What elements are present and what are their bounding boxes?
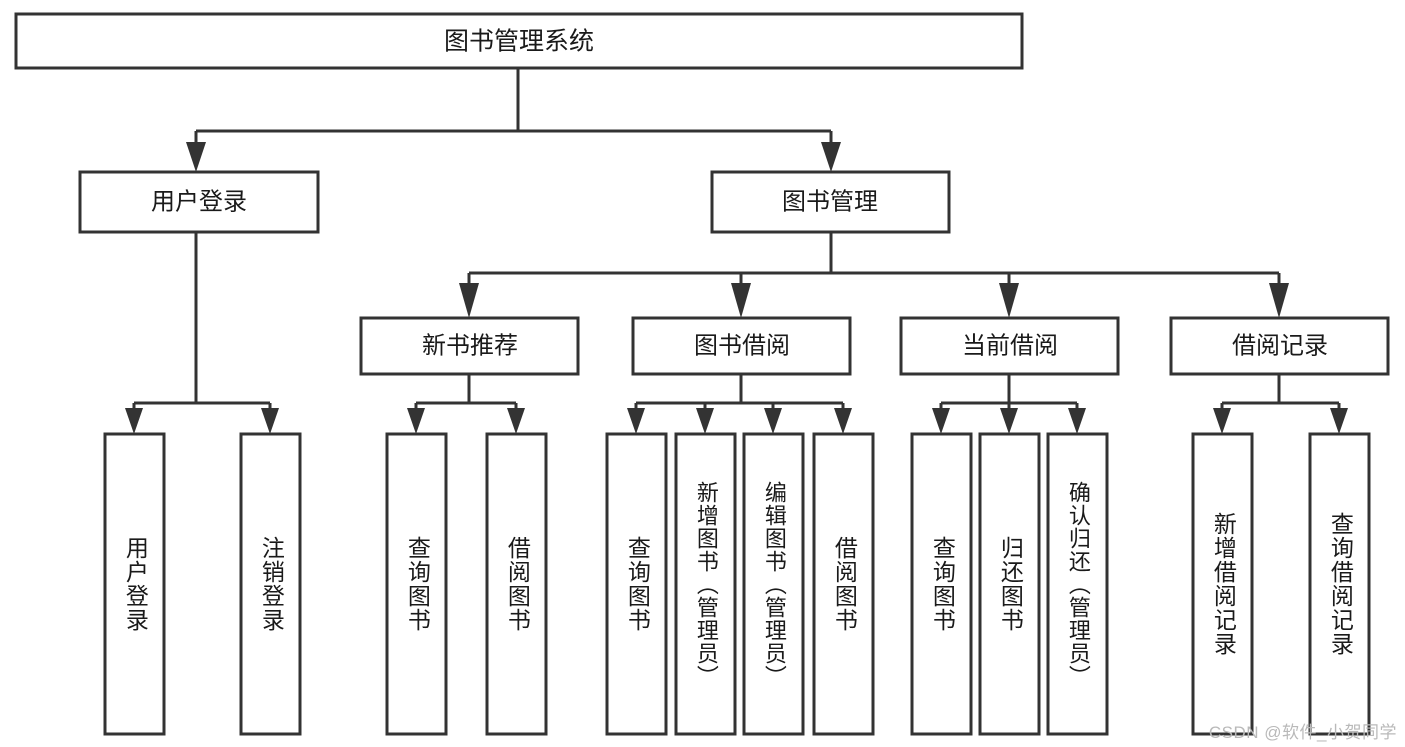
arrow-head-to-new-book [459, 283, 479, 318]
leaf-box-query-book-2[interactable] [605, 432, 668, 736]
node-new-book-recommend[interactable]: 新书推荐 [359, 316, 580, 376]
leaf-box-return-book[interactable] [978, 432, 1041, 736]
arrow-head-bookborrow-leaf-1 [627, 408, 645, 434]
node-current-borrow[interactable]: 当前借阅 [899, 316, 1120, 376]
arrow-head-leaf-logout [261, 408, 279, 434]
node-borrow-record-box [1169, 316, 1390, 376]
connector-group [125, 68, 1348, 434]
node-book-management-label: 图书管理 [782, 188, 878, 215]
arrow-head-to-borrow-record [1269, 283, 1289, 318]
leaf-box-borrow-book-1[interactable] [485, 432, 548, 736]
leaf-box-group [103, 432, 1371, 736]
arrow-head-to-current-borrow [999, 283, 1019, 318]
leaf-box-add-book-admin[interactable] [674, 432, 737, 736]
node-new-book-recommend-box [359, 316, 580, 376]
arrow-head-to-book-management [821, 142, 841, 172]
node-book-borrow-label: 图书借阅 [694, 332, 790, 359]
arrow-head-currentborrow-leaf-1 [932, 408, 950, 434]
node-book-borrow[interactable]: 图书借阅 [631, 316, 852, 376]
node-borrow-record-label: 借阅记录 [1232, 332, 1328, 359]
arrow-head-newbook-leaf-1 [407, 408, 425, 434]
node-borrow-record[interactable]: 借阅记录 [1169, 316, 1390, 376]
leaf-box-query-borrow-record[interactable] [1308, 432, 1371, 736]
leaf-box-borrow-book-2[interactable] [812, 432, 875, 736]
node-book-management[interactable]: 图书管理 [710, 170, 951, 234]
node-root-system[interactable]: 图书管理系统 [14, 12, 1024, 70]
csdn-watermark: CSDN @软件_小贺同学 [1208, 723, 1397, 742]
node-user-login-box [78, 170, 320, 234]
arrow-head-borrowrecord-leaf-1 [1213, 408, 1231, 434]
node-user-login[interactable]: 用户登录 [78, 170, 320, 234]
arrow-head-to-user-login [186, 142, 206, 172]
node-root-system-box [14, 12, 1024, 70]
leaf-box-confirm-return-admin[interactable] [1046, 432, 1109, 736]
node-new-book-recommend-label: 新书推荐 [422, 332, 518, 359]
leaf-box-logout[interactable] [239, 432, 302, 736]
arrow-head-newbook-leaf-2 [507, 408, 525, 434]
leaf-box-edit-book-admin[interactable] [742, 432, 805, 736]
arrow-head-bookborrow-leaf-2 [696, 408, 714, 434]
node-current-borrow-label: 当前借阅 [962, 332, 1058, 359]
leaf-box-user-login[interactable] [103, 432, 166, 736]
leaf-box-query-book-3[interactable] [910, 432, 973, 736]
node-root-system-label: 图书管理系统 [444, 28, 594, 56]
arrow-head-bookborrow-leaf-4 [834, 408, 852, 434]
arrow-head-bookborrow-leaf-3 [764, 408, 782, 434]
arrow-head-currentborrow-leaf-3 [1068, 408, 1086, 434]
node-user-login-label: 用户登录 [151, 188, 247, 215]
leaf-box-query-book-1[interactable] [385, 432, 448, 736]
arrow-head-to-book-borrow [731, 283, 751, 318]
node-book-borrow-box [631, 316, 852, 376]
leaf-box-add-borrow-record[interactable] [1191, 432, 1254, 736]
arrow-head-leaf-user-login [125, 408, 143, 434]
arrow-head-currentborrow-leaf-2 [1000, 408, 1018, 434]
arrow-head-borrowrecord-leaf-2 [1330, 408, 1348, 434]
node-book-management-box [710, 170, 951, 234]
node-current-borrow-box [899, 316, 1120, 376]
